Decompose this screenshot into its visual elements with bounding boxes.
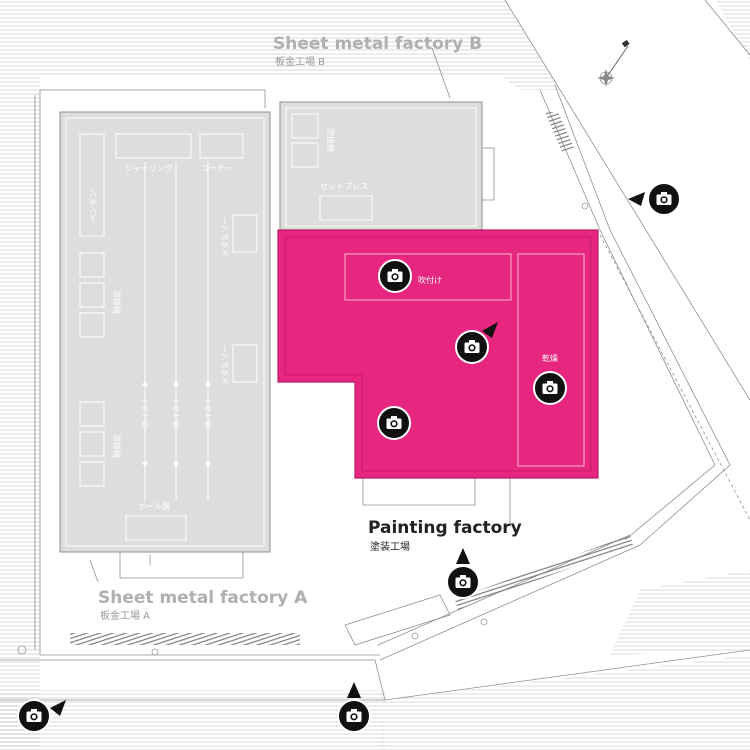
camera-icon-bottom-left[interactable] — [17, 699, 51, 733]
camera-icon-south-road[interactable] — [446, 565, 480, 599]
building-painting-factory[interactable] — [277, 229, 599, 479]
site-circles — [17, 202, 589, 656]
view-direction-arrow — [628, 192, 645, 206]
building-titles: Sheet metal factory B 板金工場 B Sheet metal… — [98, 34, 522, 622]
view-direction-arrow — [50, 700, 66, 716]
room-labels-b: 溶接機 セットプレス — [320, 128, 368, 191]
view-direction-arrow — [482, 322, 498, 338]
room-welding-label-2: 溶接機 — [112, 434, 122, 458]
room-labels-a: ベンダン シャーリング コーナー 溶接機 溶接機 ホイスト ホイスト ホイスト … — [88, 163, 233, 511]
hoist-arrows — [142, 380, 211, 468]
building-sheet-metal-b[interactable] — [279, 101, 483, 233]
camera-icon-drying-room[interactable] — [533, 371, 567, 405]
camera-icon-painting-lower[interactable] — [377, 406, 411, 440]
room-ball-board-label: ボール盤 — [138, 501, 170, 511]
sheet-metal-a-subtitle: 板金工場 A — [100, 609, 150, 622]
camera-icon-bottom-center[interactable] — [337, 699, 371, 733]
room-bender-label: ベンダン — [88, 190, 98, 222]
view-direction-arrow — [456, 548, 470, 564]
room-labels-painting: 吹付け 乾燥 — [418, 275, 558, 363]
room-spray-label: 吹付け — [418, 275, 442, 285]
room-corner-label: コーナー — [201, 164, 233, 173]
camera-icon-painting-center[interactable] — [455, 330, 489, 364]
sheet-metal-a-title: Sheet metal factory A — [98, 588, 308, 608]
painting-subtitle: 塗装工場 — [370, 540, 410, 553]
room-metal-saw-label-2: メタルソー — [221, 345, 230, 385]
room-hoist-label-2: ホイスト — [172, 396, 181, 428]
room-hoist-label-1: ホイスト — [141, 396, 150, 428]
sheet-metal-b-subtitle: 板金工場 B — [275, 55, 325, 68]
camera-icon-east[interactable] — [647, 182, 681, 216]
room-metal-saw-label-1: メタルソー — [221, 217, 230, 257]
view-direction-arrow — [347, 682, 361, 698]
room-set-press-label: セットプレス — [320, 182, 368, 191]
compass-icon — [597, 39, 630, 87]
room-hoist-label-3: ホイスト — [204, 396, 213, 428]
sheet-metal-b-title: Sheet metal factory B — [273, 34, 482, 54]
room-welding-b-label: 溶接機 — [326, 128, 336, 152]
camera-icon-spray-booth[interactable] — [378, 259, 412, 293]
site-lines — [0, 0, 750, 701]
room-drying-label: 乾燥 — [542, 353, 558, 363]
room-welding-label-1: 溶接機 — [112, 290, 122, 314]
building-sheet-metal-a[interactable] — [59, 111, 271, 553]
paved-strips — [70, 112, 633, 645]
painting-title: Painting factory — [368, 518, 522, 538]
room-shearing-label: シャーリング — [125, 163, 173, 173]
